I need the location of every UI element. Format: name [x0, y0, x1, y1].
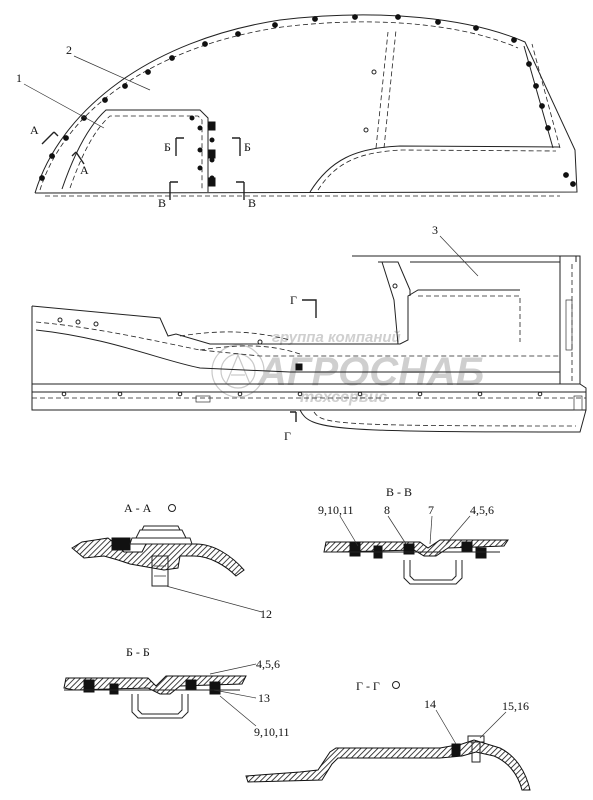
watermark-line1: группа компаний [272, 329, 401, 346]
callout-8: 8 [384, 503, 390, 517]
callout-14: 14 [424, 697, 436, 711]
callout-9-10-11-b: 9,10,11 [254, 725, 290, 739]
section-mark-v-left: В [158, 196, 166, 210]
callout-2: 2 [66, 43, 72, 57]
section-title-b-b: Б - Б [126, 645, 150, 659]
frame-side-view: Г Г 3 [31, 223, 587, 443]
section-mark-v-right: В [248, 196, 256, 210]
callout-4-5-6-v: 4,5,6 [470, 503, 494, 517]
callout-1: 1 [16, 71, 22, 85]
callout-15-16: 15,16 [502, 699, 529, 713]
callout-3: 3 [432, 223, 438, 237]
hood-side-view: А А Б Б В В 1 2 [16, 14, 578, 210]
section-mark-a-top: А [30, 123, 39, 137]
section-g-g: Г - Г 14 15,16 [245, 679, 531, 791]
section-title-v-v: В - В [386, 485, 412, 499]
callout-4-5-6-b: 4,5,6 [256, 657, 280, 671]
section-mark-a-bottom: А [80, 163, 89, 177]
section-title-a-a: А - А [124, 501, 152, 515]
section-v-v: В - В 9,10,11 8 7 4,5,6 [318, 485, 509, 585]
callout-7: 7 [428, 503, 434, 517]
section-view-circle-g-icon [392, 681, 400, 689]
section-mark-b-left: Б [164, 140, 171, 154]
watermark: группа компаний АГРОСНАБ техсервис [211, 329, 484, 406]
section-title-g-g: Г - Г [356, 679, 380, 693]
callout-9-10-11-v: 9,10,11 [318, 503, 354, 517]
callout-12: 12 [260, 607, 272, 621]
section-mark-b-right: Б [244, 140, 251, 154]
watermark-line3: техсервис [300, 389, 387, 406]
callout-13: 13 [258, 691, 270, 705]
section-mark-g-top: Г [290, 293, 297, 307]
section-a-a: А - А 12 [71, 501, 272, 621]
section-view-circle-a-icon [168, 504, 176, 512]
section-b-b: Б - Б 4,5,6 13 9,10,11 [63, 645, 290, 739]
section-mark-g-bottom: Г [284, 429, 291, 443]
